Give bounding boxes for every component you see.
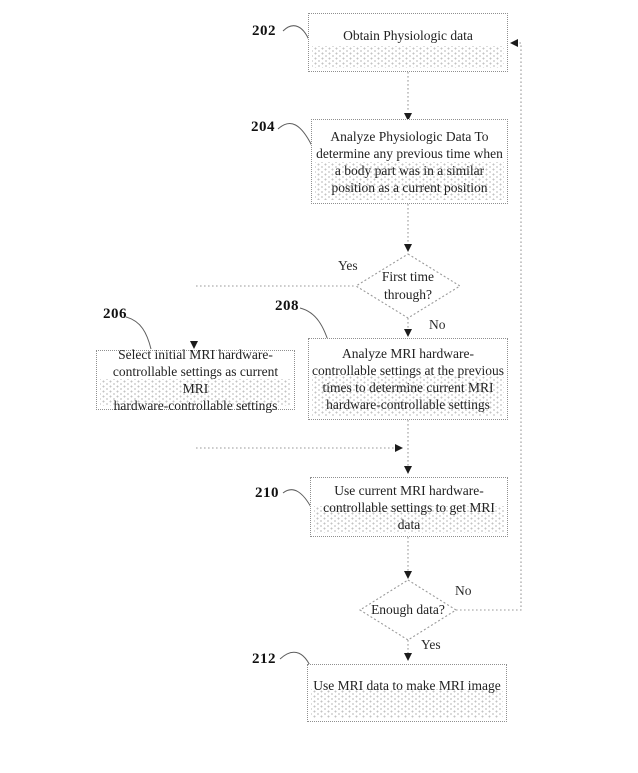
decision-first-time-text: First time through? bbox=[381, 269, 435, 302]
flow-step-make-mri-image: Use MRI data to make MRI image bbox=[307, 664, 507, 722]
arrowhead-merge-right bbox=[395, 444, 403, 452]
arrowhead-feedback-into-202 bbox=[510, 39, 518, 47]
ref-label-204: 204 bbox=[251, 119, 275, 135]
ref-label-212: 212 bbox=[252, 651, 276, 667]
stipple-fill bbox=[100, 379, 291, 406]
ref-label-210: 210 bbox=[255, 485, 279, 501]
ref-label-202: 202 bbox=[252, 23, 276, 39]
arrowhead-into-212 bbox=[404, 653, 412, 661]
branch-label-no-enough-data: No bbox=[455, 583, 472, 598]
stipple-fill bbox=[312, 375, 504, 416]
flow-step-text: Select initial MRI hardware- controllabl… bbox=[112, 347, 279, 413]
branch-label-yes-enough-data: Yes bbox=[421, 637, 441, 652]
flow-step-select-initial-settings: Select initial MRI hardware- controllabl… bbox=[96, 347, 295, 413]
leader-line-202 bbox=[282, 25, 312, 46]
flow-step-text: Use MRI data to make MRI image bbox=[313, 677, 501, 693]
flow-step-text: Analyze Physiologic Data To determine an… bbox=[316, 128, 503, 195]
leader-line-210 bbox=[282, 489, 313, 510]
stipple-fill bbox=[314, 506, 504, 533]
arrowhead-into-210 bbox=[404, 466, 412, 474]
arrowhead-into-204 bbox=[404, 113, 412, 121]
arrowhead-into-d2 bbox=[404, 571, 412, 579]
flow-step-text: Obtain Physiologic data bbox=[343, 28, 473, 43]
branch-label-yes-first-time: Yes bbox=[338, 258, 358, 273]
leader-line-206 bbox=[125, 316, 152, 350]
flow-step-use-settings-get-data: Use current MRI hardware- controllable s… bbox=[310, 477, 508, 537]
arrowhead-into-208 bbox=[404, 329, 412, 337]
flow-step-obtain-physiologic-data: Obtain Physiologic data bbox=[308, 13, 508, 72]
flow-step-analyze-physiologic-data: Analyze Physiologic Data To determine an… bbox=[311, 119, 508, 204]
ref-label-208: 208 bbox=[275, 298, 299, 314]
arrowhead-into-d1 bbox=[404, 244, 412, 252]
decision-first-time-shape bbox=[354, 253, 462, 319]
flow-step-text: Analyze MRI hardware- controllable setti… bbox=[312, 346, 504, 412]
connector-feedback-loop bbox=[456, 42, 522, 611]
branch-label-no-first-time: No bbox=[429, 317, 446, 332]
decision-enough-data-shape bbox=[358, 579, 458, 641]
arrowhead-into-206 bbox=[190, 341, 198, 349]
stipple-fill bbox=[315, 162, 504, 200]
ref-label-206: 206 bbox=[103, 306, 127, 322]
stipple-fill bbox=[312, 46, 504, 68]
stipple-fill bbox=[311, 689, 503, 718]
decision-enough-data-text: Enough data? bbox=[371, 602, 445, 617]
flow-step-text: Use current MRI hardware- controllable s… bbox=[323, 482, 495, 532]
flow-step-analyze-mri-settings: Analyze MRI hardware- controllable setti… bbox=[308, 338, 508, 420]
leader-line-204 bbox=[277, 123, 314, 149]
